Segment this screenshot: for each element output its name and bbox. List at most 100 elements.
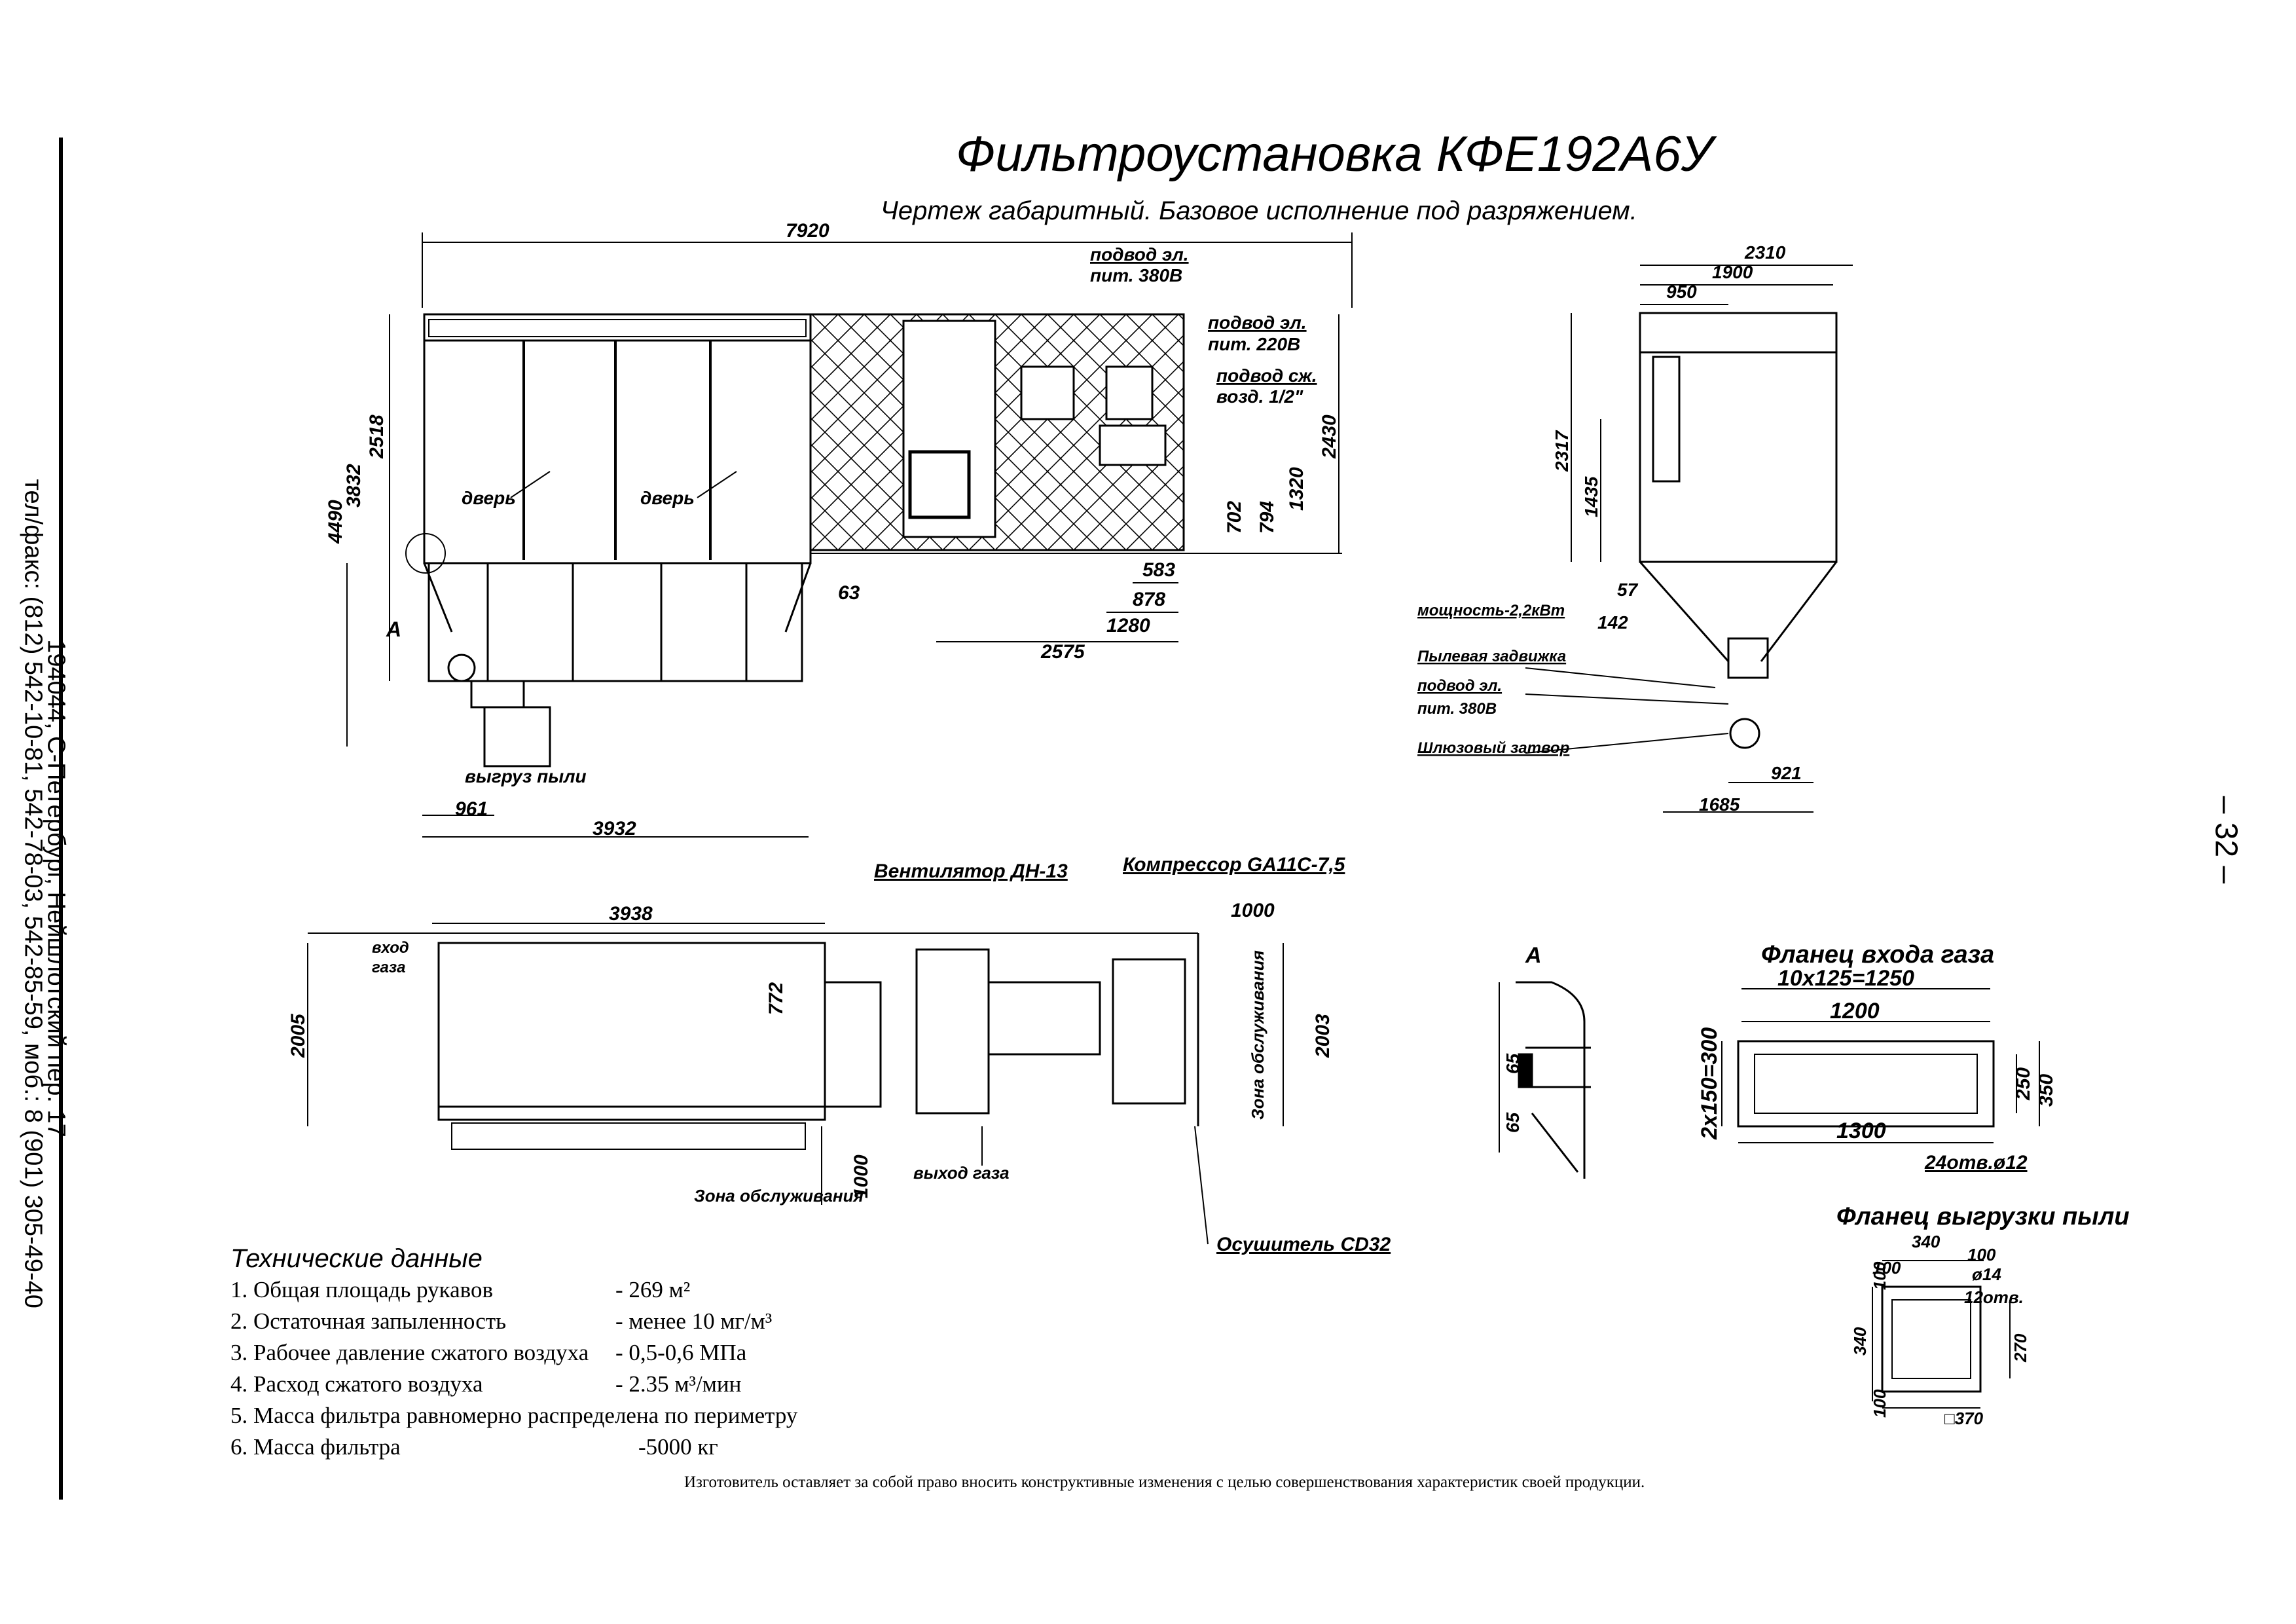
dim-142: 142 (1597, 612, 1628, 633)
dim-3832: 3832 (343, 464, 365, 507)
side-power-label-a: подвод эл. (1417, 677, 1502, 695)
gas-in-label-a: вход (372, 939, 409, 957)
dust-flange-dim-340-v: 340 (1850, 1327, 1870, 1356)
dim-2005: 2005 (287, 1013, 309, 1058)
tech-row-value: - менее 10 мг/м³ (615, 1308, 773, 1334)
plan-view (307, 923, 1284, 1245)
gate-label: Пылевая задвижка (1417, 648, 1566, 665)
power-380-label-a: подвод эл. (1090, 244, 1189, 265)
gas-flange-dim-350: 350 (2035, 1074, 2057, 1107)
dim-2575: 2575 (1040, 641, 1085, 663)
dim-1280: 1280 (1106, 615, 1150, 637)
air-label-a: подвод сж. (1216, 365, 1317, 386)
tech-row-label: 6. Масса фильтра (230, 1434, 401, 1460)
door-label-2: дверь (640, 488, 695, 508)
side-view-text: 2310 1900 950 2317 1435 57 142 921 1685 … (1417, 242, 1802, 815)
dim-2518: 2518 (366, 415, 388, 459)
door-label-1: дверь (462, 488, 516, 508)
lock-label: Шлюзовый затвор (1417, 739, 1569, 757)
dim-1000-bottom: 1000 (850, 1154, 872, 1198)
dust-flange (1872, 1260, 2011, 1409)
power-rating-label: мощность-2,2кВт (1417, 602, 1565, 619)
dust-out-label: выгруз пыли (465, 766, 587, 786)
power-380-label-b: пит. 380В (1090, 265, 1182, 286)
dust-flange-holes: 12отв. (1964, 1287, 2024, 1307)
dim-2317: 2317 (1552, 430, 1572, 472)
compressor-label: Компрессор GA11C-7,5 (1123, 854, 1346, 876)
dim-4490: 4490 (325, 500, 346, 544)
dim-950: 950 (1666, 282, 1697, 302)
gas-flange-dim-250: 250 (2013, 1067, 2034, 1101)
dim-57: 57 (1617, 580, 1639, 600)
dim-3932: 3932 (592, 818, 636, 840)
dust-flange-dim-270: 270 (2011, 1333, 2030, 1363)
page-title: Фильтроустановка КФЕ192А6У (956, 126, 1713, 182)
power-220-label-b: пит. 220В (1208, 334, 1300, 354)
front-view-labels: дверь дверь А выгруз пыли подвод эл. пит… (386, 244, 1317, 786)
gas-flange-dim-1200: 1200 (1830, 999, 1880, 1024)
detail-a-title: А (1525, 943, 1542, 968)
tech-row-label: 4. Расход сжатого воздуха (230, 1371, 483, 1397)
gas-flange-text: Фланец входа газа 10x125=1250 1200 1300 … (1697, 941, 2057, 1173)
tech-row-value: - 0,5-0,6 МПа (615, 1340, 747, 1365)
dust-flange-dim-340-top: 340 (1912, 1232, 1941, 1251)
footer-note: Изготовитель оставляет за собой право вн… (684, 1473, 1645, 1491)
front-view (346, 232, 1353, 838)
power-220-label-a: подвод эл. (1208, 312, 1307, 333)
dust-flange-dim-100-v-bottom: 100 (1870, 1389, 1889, 1418)
service-zone-bottom: Зона обслуживания (694, 1186, 864, 1206)
dim-3938: 3938 (609, 903, 653, 925)
dim-7920: 7920 (786, 220, 829, 242)
tech-row-value: - 269 м² (615, 1277, 691, 1302)
tech-row-value: - 2.35 м³/мин (615, 1371, 742, 1397)
dim-794: 794 (1256, 501, 1278, 534)
side-power-label-b: пит. 380В (1417, 700, 1497, 718)
detail-a-dim-65-top: 65 (1503, 1053, 1523, 1074)
detail-a-dim-65-bottom: 65 (1503, 1112, 1523, 1133)
dim-2310: 2310 (1744, 242, 1786, 263)
dust-flange-title: Фланец выгрузки пыли (1836, 1203, 2130, 1230)
gas-flange-dim-left: 2x150=300 (1697, 1027, 1722, 1140)
dim-1000-top: 1000 (1231, 900, 1275, 921)
dim-961: 961 (455, 798, 488, 820)
dryer-label: Осушитель CD32 (1216, 1234, 1391, 1255)
address-block (59, 138, 63, 1500)
gas-in-label-b: газа (372, 959, 405, 976)
dim-1900: 1900 (1712, 262, 1753, 282)
dim-1685: 1685 (1699, 794, 1740, 815)
detail-a (1499, 981, 1591, 1179)
detail-ref-a: А (386, 618, 401, 641)
gas-flange-title: Фланец входа газа (1761, 941, 1994, 969)
tech-row-label: 1. Общая площадь рукавов (230, 1277, 493, 1302)
fan-label: Вентилятор ДН-13 (874, 860, 1068, 882)
dim-1320: 1320 (1286, 467, 1307, 511)
tech-row-value: -5000 кг (638, 1434, 718, 1460)
tech-heading: Технические данные (230, 1244, 483, 1273)
dim-878: 878 (1133, 589, 1165, 610)
dim-583: 583 (1142, 559, 1175, 581)
front-view-dimensions: 7920 961 3932 63 583 878 1280 2575 4490 … (325, 220, 1340, 840)
dim-2003: 2003 (1312, 1014, 1334, 1058)
gas-flange-dim-top: 10x125=1250 (1777, 966, 1914, 991)
plan-view-text: 3938 1000 2005 2003 772 1000 Вентилятор … (287, 854, 1391, 1255)
gas-flange-holes: 24отв.ø12 (1924, 1152, 2028, 1173)
service-zone-right: Зона обслуживания (1248, 950, 1267, 1120)
tech-row-label: 3. Рабочее давление сжатого воздуха (230, 1340, 589, 1365)
dust-flange-text: Фланец выгрузки пыли 340 100 100 ø14 12о… (1836, 1203, 2130, 1428)
dim-921: 921 (1771, 763, 1802, 783)
dust-flange-d14: ø14 (1972, 1264, 2001, 1284)
side-view (1525, 265, 1853, 813)
tech-row-label: 5. Масса фильтра равномерно распределена… (230, 1403, 798, 1428)
dust-flange-dim-100-right: 100 (1967, 1245, 1996, 1264)
dim-1435: 1435 (1581, 476, 1601, 517)
dim-2430: 2430 (1319, 415, 1340, 459)
dim-702: 702 (1224, 501, 1245, 534)
air-label-b: возд. 1/2" (1216, 386, 1303, 407)
detail-a-text: А 65 65 (1503, 943, 1542, 1133)
dust-flange-dim-100-v-top: 100 (1870, 1261, 1889, 1290)
gas-out-label: выход газа (913, 1163, 1010, 1183)
dim-63: 63 (838, 582, 860, 604)
tech-row-label: 2. Остаточная запыленность (230, 1308, 507, 1334)
page-subtitle: Чертеж габаритный. Базовое исполнение по… (881, 196, 1637, 225)
